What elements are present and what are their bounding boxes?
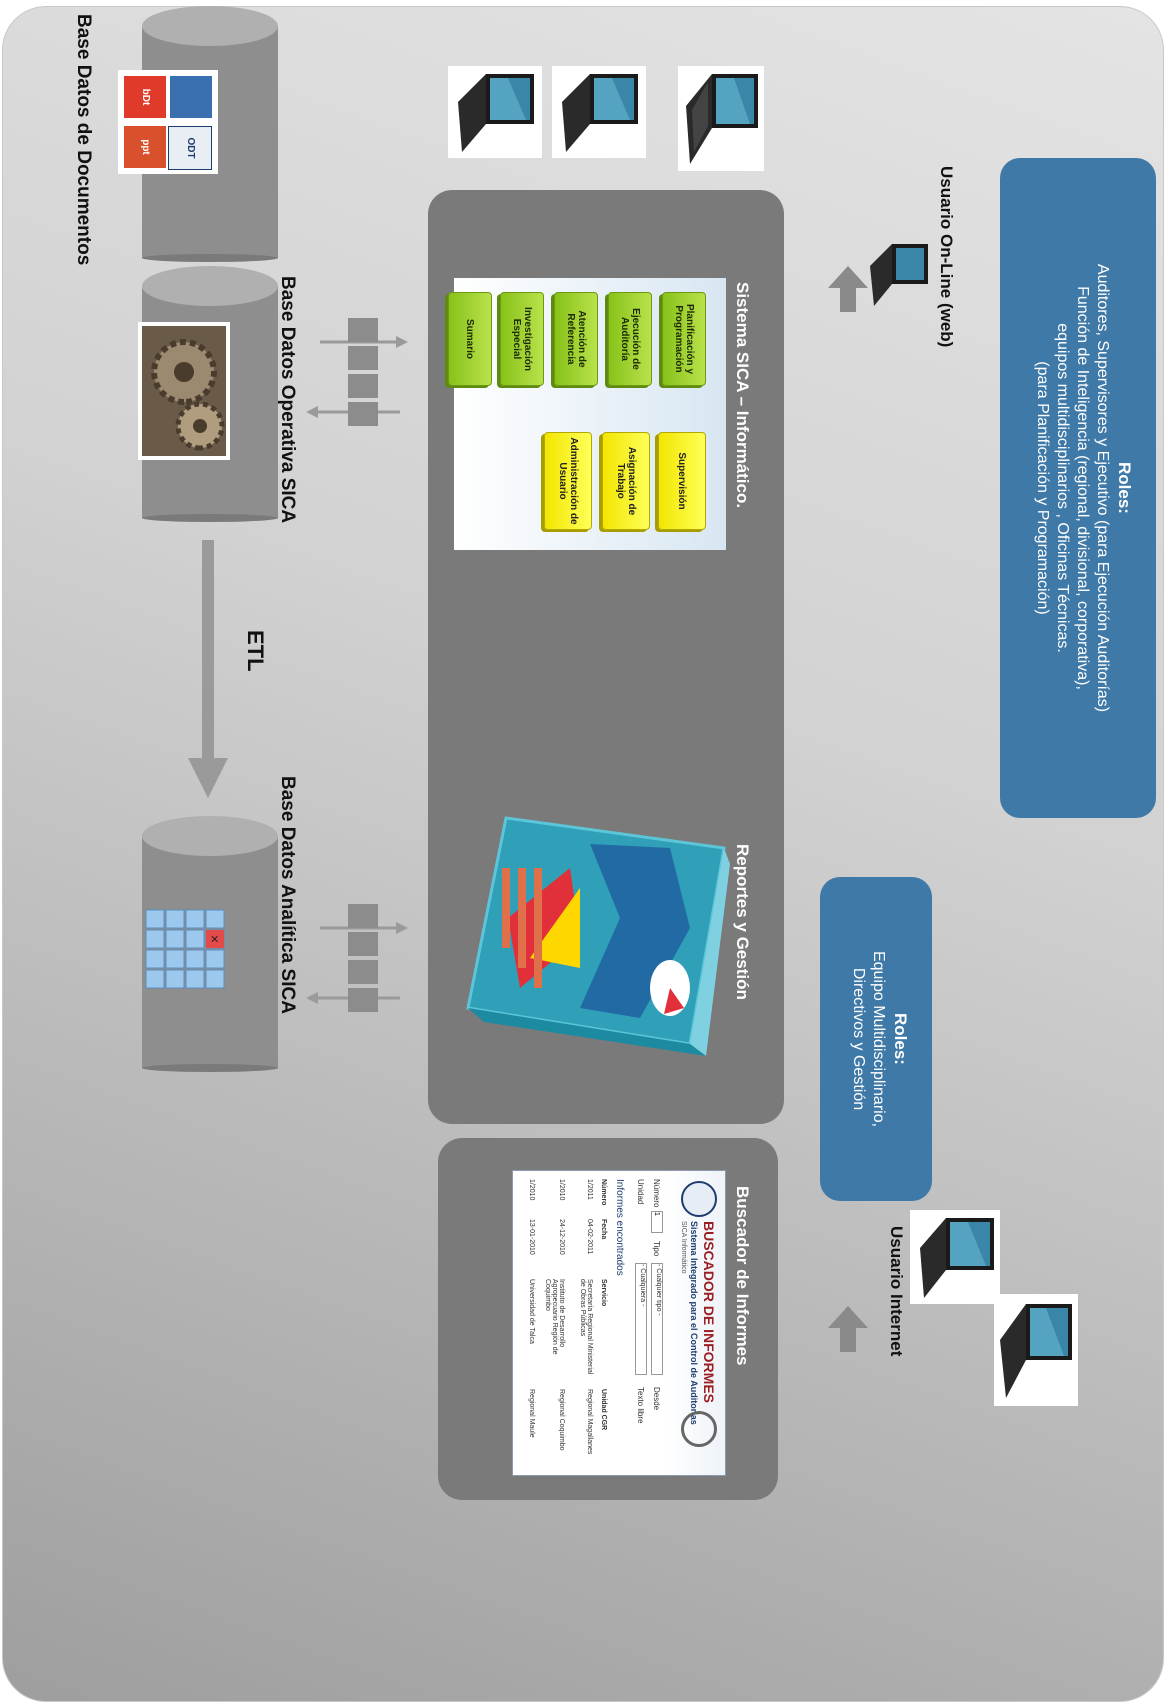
laptop-icon — [910, 1210, 1000, 1304]
roles-line: (para Planificación y Programación) — [1034, 361, 1051, 615]
cell: 1/2010 — [528, 1179, 535, 1201]
search-panel-title: Buscador de Informes — [733, 1186, 752, 1366]
cell: 13-01-2010 — [528, 1219, 535, 1255]
search-subtitle: Sistema Integrado para el Control de Aud… — [689, 1221, 699, 1425]
roles-line: Auditores, Supervisores y Ejecutivo (par… — [1094, 263, 1111, 713]
module-ejecucion[interactable]: Ejecución de Auditoría — [608, 292, 652, 386]
etl-arrow-icon — [188, 540, 228, 800]
cell: Regional Magallanes — [586, 1389, 593, 1455]
search-subtitle-2: SICA Informático — [680, 1221, 687, 1274]
data-cube-icon: × — [138, 900, 234, 1000]
col-header: Número — [600, 1179, 607, 1206]
odt-icon: ODT — [168, 126, 212, 170]
svg-text:×: × — [207, 935, 223, 943]
filter-unidad-select[interactable]: - Cualquiera - — [635, 1263, 647, 1375]
cell: Regional Coquimbo — [558, 1389, 565, 1451]
laptop-icon — [678, 66, 764, 171]
arrow-left-icon — [828, 1306, 868, 1352]
roles-box-internet: Roles: Equipo Multidisciplinario, Direct… — [820, 877, 932, 1201]
col-header: Fecha — [600, 1219, 607, 1240]
roles-line: equipos multidisciplinarios , Oficinas T… — [1054, 323, 1071, 653]
reports-panel-title: Reportes y Gestión — [733, 844, 752, 1000]
filter-texto-label: Texto libre — [636, 1387, 645, 1424]
connector-reports-analitica — [300, 898, 410, 1028]
gears-icon — [138, 322, 230, 460]
seal-icon — [681, 1181, 717, 1217]
filter-numero-input[interactable] — [651, 1211, 663, 1233]
odt-icon-label: ODT — [185, 137, 196, 159]
pdf-icon-label: bDt — [140, 88, 151, 106]
file-icons: bDt ODT ppt — [118, 70, 218, 174]
laptop-icon — [994, 1294, 1078, 1406]
visio-icon — [170, 76, 212, 118]
cell: Regional Maule — [528, 1389, 535, 1438]
filter-numero-label: Número — [652, 1179, 661, 1208]
col-header: Servicio — [600, 1279, 607, 1307]
roles-title: Roles: — [891, 1013, 910, 1065]
col-header: Unidad CGR — [600, 1389, 607, 1431]
laptop-icon — [552, 66, 646, 158]
roles-line: Equipo Multidisciplinario, — [870, 950, 887, 1128]
filter-unidad-label: Unidad — [636, 1179, 645, 1205]
cell: 1/2011 — [586, 1179, 593, 1200]
user-internet-label: Usuario Internet — [887, 1226, 906, 1357]
documents-database-label: Base Datos de Documentos — [73, 14, 94, 266]
search-results-screenshot: BUSCADOR DE INFORMES Sistema Integrado p… — [512, 1170, 726, 1476]
connector-sica-operativa — [300, 312, 410, 442]
roles-line: Función de Inteligencia (regional, divis… — [1074, 286, 1091, 690]
cell: 24-12-2010 — [558, 1219, 565, 1255]
filter-tipo-label: Tipo — [652, 1241, 661, 1257]
arrow-left-icon — [828, 266, 868, 312]
roles-line: Directivos y Gestión — [850, 967, 867, 1111]
pdf-icon: bDt — [124, 76, 166, 118]
laptop-icon — [866, 238, 932, 310]
magnifier-icon — [681, 1411, 717, 1447]
cell: Instituto de Desarrollo Agropecuario Reg… — [544, 1279, 565, 1355]
cell: Universidad de Talca — [528, 1279, 535, 1344]
sica-panel-title: Sistema SICA – Informático. — [733, 282, 752, 509]
module-supervision[interactable]: Supervisión — [658, 432, 706, 530]
etl-label: ETL — [243, 630, 268, 672]
module-planificacion[interactable]: Planificación y Programación — [662, 292, 706, 386]
module-investigacion[interactable]: Investigación Especial — [500, 292, 544, 386]
laptop-icon — [448, 66, 542, 158]
cell: 1/2010 — [558, 1179, 565, 1201]
operative-database-label: Base Datos Operativa SICA — [277, 276, 298, 524]
search-header: BUSCADOR DE INFORMES — [701, 1221, 717, 1404]
filter-desde-label: Desde — [652, 1387, 661, 1411]
roles-title: Roles: — [1115, 462, 1134, 514]
results-title: Informes encontrados — [614, 1179, 625, 1276]
module-atencion[interactable]: Atención de Referencia — [554, 292, 598, 386]
filter-tipo-select[interactable]: - Cualquier tipo - — [651, 1263, 663, 1375]
roles-box-online: Roles: Auditores, Supervisores y Ejecuti… — [1000, 158, 1156, 818]
module-sumario[interactable]: Sumario — [448, 292, 492, 386]
cell: Secretaría Regional Ministerial de Obras… — [579, 1279, 593, 1375]
reports-cube-icon — [460, 808, 730, 1088]
analytic-database-label: Base Datos Analítica SICA — [277, 776, 298, 1014]
user-online-label: Usuario On-Line (web) — [937, 166, 956, 348]
ppt-icon: ppt — [124, 126, 166, 168]
cell: 04-02-2011 — [586, 1219, 593, 1255]
module-administracion[interactable]: Administración de Usuario — [544, 432, 592, 530]
module-asignacion[interactable]: Asignación de Trabajo — [602, 432, 650, 530]
ppt-icon-label: ppt — [140, 139, 151, 155]
